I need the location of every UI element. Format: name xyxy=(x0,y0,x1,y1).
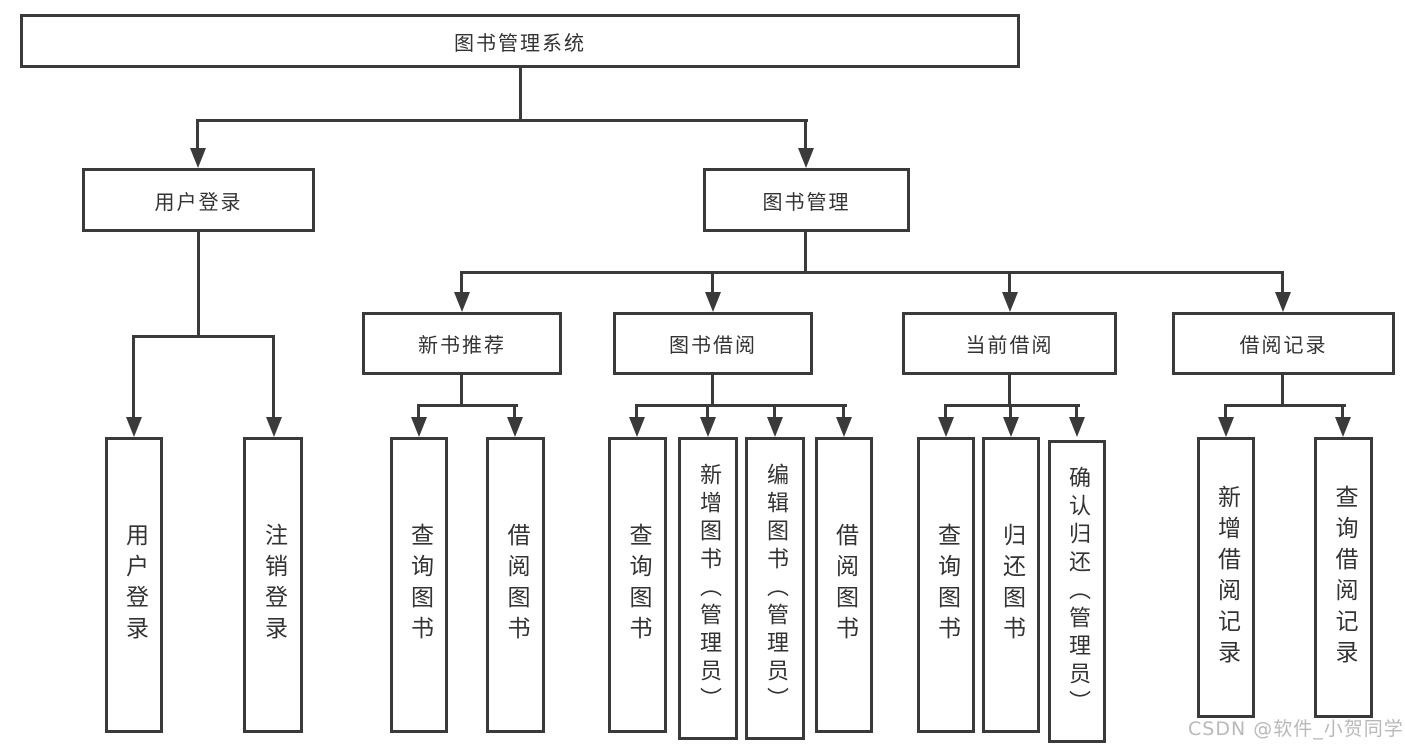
node-current-borrow: 当前借阅 xyxy=(902,312,1117,375)
arrowhead-nb-borrow xyxy=(507,417,523,437)
connector-drop-bb-add xyxy=(706,404,709,418)
connector-book-mgmt-trunk xyxy=(804,232,807,271)
connector-new-book-rec-bar xyxy=(417,404,518,407)
leaf-br-add-record: 新增借阅记录 xyxy=(1197,437,1255,718)
leaf-cb-confirm-return-admin-label: 确认归还（管理员） xyxy=(1065,465,1090,718)
leaf-br-query-record: 查询借阅记录 xyxy=(1314,437,1373,718)
leaf-bb-borrow-books: 借阅图书 xyxy=(815,437,873,733)
connector-book-borrow-bar xyxy=(635,404,847,407)
connector-drop-bb-query xyxy=(635,404,638,418)
connector-book-borrow-trunk xyxy=(711,375,714,404)
leaf-logout: 注销登录 xyxy=(243,437,303,733)
connector-drop-cb-query xyxy=(944,404,947,418)
leaf-logout-label: 注销登录 xyxy=(260,523,287,647)
connector-root-trunk xyxy=(519,68,522,119)
arrowhead-book-borrow xyxy=(705,292,721,312)
leaf-nb-borrow-books-label: 借阅图书 xyxy=(503,523,529,647)
connector-drop-user-login xyxy=(196,119,199,149)
arrowhead-current-borrow xyxy=(1002,292,1018,312)
connector-drop-book-borrow xyxy=(711,271,714,293)
connector-root-bar xyxy=(196,119,808,122)
leaf-bb-edit-book-admin: 编辑图书（管理员） xyxy=(745,437,805,740)
leaf-bb-edit-book-admin-label: 编辑图书（管理员） xyxy=(763,462,788,715)
connector-drop-book-mgmt xyxy=(804,119,807,149)
node-book-borrow-label: 图书借阅 xyxy=(669,333,757,357)
arrowhead-leaf-user-login xyxy=(126,417,142,437)
connector-drop-nb-query xyxy=(417,404,420,418)
leaf-nb-query-books: 查询图书 xyxy=(390,437,448,733)
leaf-nb-borrow-books: 借阅图书 xyxy=(486,437,545,733)
leaf-bb-add-book-admin-label: 新增图书（管理员） xyxy=(696,462,721,715)
connector-drop-br-add xyxy=(1224,404,1227,418)
arrowhead-cb-return xyxy=(1003,417,1019,437)
connector-drop-br-query xyxy=(1341,404,1344,418)
connector-drop-cb-return xyxy=(1009,404,1012,418)
arrowhead-br-add xyxy=(1218,417,1234,437)
leaf-user-login-label: 用户登录 xyxy=(121,523,148,647)
connector-user-login-trunk xyxy=(197,232,200,335)
node-borrow-records: 借阅记录 xyxy=(1172,312,1395,375)
leaf-cb-return-book: 归还图书 xyxy=(982,437,1040,733)
connector-new-book-rec-trunk xyxy=(460,375,463,404)
leaf-bb-query-books: 查询图书 xyxy=(608,437,667,733)
leaf-bb-borrow-books-label: 借阅图书 xyxy=(831,523,858,647)
arrowhead-cb-confirm xyxy=(1069,417,1085,437)
leaf-cb-confirm-return-admin: 确认归还（管理员） xyxy=(1048,440,1106,743)
arrowhead-bb-add xyxy=(700,417,716,437)
node-book-mgmt: 图书管理 xyxy=(703,168,910,232)
connector-drop-borrow-records xyxy=(1281,271,1284,293)
connector-book-mgmt-bar xyxy=(460,271,1284,274)
arrowhead-cb-query xyxy=(938,417,954,437)
leaf-cb-return-book-label: 归还图书 xyxy=(998,523,1025,647)
connector-drop-leaf-logout xyxy=(272,335,275,417)
connector-drop-bb-edit xyxy=(773,404,776,418)
leaf-bb-add-book-admin: 新增图书（管理员） xyxy=(678,437,738,740)
leaf-br-query-record-label: 查询借阅记录 xyxy=(1331,484,1357,671)
node-new-book-rec-label: 新书推荐 xyxy=(418,333,506,357)
leaf-br-add-record-label: 新增借阅记录 xyxy=(1213,484,1240,671)
connector-drop-nb-borrow xyxy=(513,404,516,418)
leaf-bb-query-books-label: 查询图书 xyxy=(625,523,651,647)
arrowhead-nb-query xyxy=(411,417,427,437)
node-current-borrow-label: 当前借阅 xyxy=(965,333,1054,357)
arrowhead-bb-query xyxy=(629,417,645,437)
node-root-label: 图书管理系统 xyxy=(454,30,586,55)
node-book-mgmt-label: 图书管理 xyxy=(762,189,851,214)
connector-borrow-records-bar xyxy=(1224,404,1346,407)
arrowhead-br-query xyxy=(1335,417,1351,437)
arrowhead-borrow-records xyxy=(1275,292,1291,312)
arrowhead-new-book-rec xyxy=(454,292,470,312)
node-root: 图书管理系统 xyxy=(20,14,1020,68)
node-borrow-records-label: 借阅记录 xyxy=(1239,333,1328,357)
arrowhead-leaf-logout xyxy=(266,417,282,437)
connector-drop-cb-confirm xyxy=(1075,404,1078,418)
connector-drop-current-borrow xyxy=(1008,271,1011,293)
connector-borrow-records-trunk xyxy=(1281,375,1284,404)
arrowhead-book-mgmt xyxy=(798,148,814,168)
csdn-watermark: CSDN @软件_小贺同学 xyxy=(1188,718,1404,740)
connector-current-borrow-trunk xyxy=(1008,375,1011,404)
connector-drop-leaf-user-login xyxy=(132,335,135,417)
node-new-book-rec: 新书推荐 xyxy=(362,312,562,375)
arrowhead-bb-borrow xyxy=(836,417,852,437)
leaf-user-login: 用户登录 xyxy=(105,437,163,733)
connector-current-borrow-bar xyxy=(944,404,1080,407)
connector-drop-new-book-rec xyxy=(460,271,463,293)
leaf-nb-query-books-label: 查询图书 xyxy=(406,523,433,647)
leaf-cb-query-books-label: 查询图书 xyxy=(933,523,960,647)
connector-user-login-bar xyxy=(132,335,275,338)
arrowhead-user-login xyxy=(190,148,206,168)
node-user-login: 用户登录 xyxy=(82,168,315,232)
node-user-login-label: 用户登录 xyxy=(154,189,243,214)
connector-drop-bb-borrow xyxy=(842,404,845,418)
arrowhead-bb-edit xyxy=(767,417,783,437)
leaf-cb-query-books: 查询图书 xyxy=(917,437,975,733)
node-book-borrow: 图书借阅 xyxy=(613,312,813,375)
